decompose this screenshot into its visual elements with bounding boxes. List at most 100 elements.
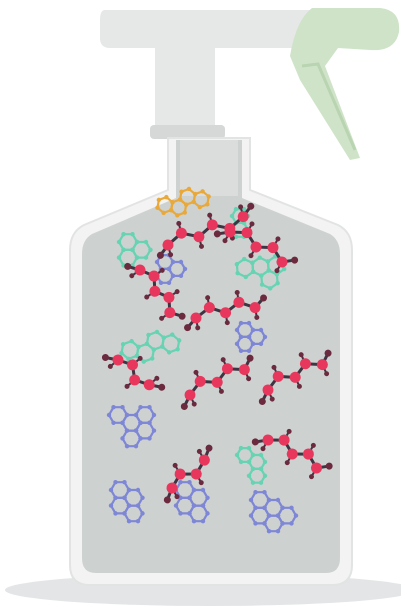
- ring-atom: [250, 327, 256, 333]
- chain-end-atom: [222, 238, 228, 244]
- chain-atom: [299, 358, 311, 370]
- ring-atom: [262, 459, 268, 465]
- ring-atom: [183, 202, 189, 207]
- ring-atom: [258, 341, 264, 347]
- ring-atom: [233, 234, 239, 239]
- ring-atom: [166, 266, 172, 272]
- chain-atom: [126, 359, 138, 371]
- ring-atom: [111, 405, 116, 410]
- molecule-rings: [234, 320, 268, 353]
- ring-atom: [161, 335, 167, 340]
- ring-atom: [257, 255, 262, 260]
- ring-atom: [253, 505, 258, 510]
- chain-end-atom: [218, 388, 224, 394]
- chain-end-atom: [205, 444, 213, 452]
- ring-atom: [151, 412, 157, 418]
- chain-end-atom: [269, 396, 275, 402]
- ring-atom: [144, 341, 150, 347]
- chain-atom: [198, 454, 210, 466]
- ring-atom: [135, 518, 141, 524]
- chain-atom: [262, 434, 274, 446]
- molecule-chain: [180, 354, 254, 410]
- ring-atom: [246, 473, 252, 478]
- chain-atom: [238, 364, 250, 376]
- ring-atom: [289, 505, 294, 510]
- ring-atom: [258, 327, 264, 333]
- ring-atom: [262, 473, 268, 478]
- chain-end-atom: [246, 354, 254, 362]
- ring-atom: [176, 338, 182, 343]
- chain-end-atom: [224, 320, 230, 326]
- ring-atom: [250, 452, 256, 458]
- chain-end-atom: [291, 256, 299, 264]
- ring-atom: [129, 338, 134, 344]
- chain-end-atom: [325, 462, 333, 470]
- molecule-chain: [156, 202, 255, 259]
- ring-atom: [148, 247, 153, 252]
- molecule-rings: [116, 232, 153, 268]
- ring-atom: [191, 503, 197, 508]
- ring-atom: [246, 334, 252, 340]
- ring-atom: [116, 255, 122, 260]
- chain-atom: [310, 462, 322, 474]
- ring-atom: [233, 206, 239, 212]
- molecule-rings: [119, 329, 182, 364]
- ring-atom: [268, 286, 273, 291]
- molecule-rings: [106, 405, 157, 449]
- ring-atom: [253, 490, 258, 495]
- chain-atom: [237, 211, 249, 223]
- chain-end-atom: [124, 383, 130, 389]
- chain-end-atom: [258, 397, 266, 405]
- chain-atom: [174, 468, 186, 480]
- ring-atom: [238, 459, 244, 465]
- chain-end-atom: [180, 402, 188, 410]
- ring-atom: [234, 261, 240, 267]
- chain-atom: [143, 379, 155, 391]
- chain-end-atom: [144, 294, 150, 300]
- chain-end-atom: [159, 267, 165, 273]
- chain-end-atom: [274, 268, 280, 274]
- ring-atom: [124, 443, 130, 449]
- ring-atom: [134, 239, 140, 245]
- ring-atom: [243, 274, 248, 280]
- chain-end-atom: [193, 369, 199, 375]
- ring-atom: [274, 272, 280, 277]
- chain-end-atom: [246, 376, 252, 382]
- chain-atom: [211, 376, 223, 388]
- molecule-rings: [155, 186, 211, 218]
- ring-atom: [234, 327, 240, 333]
- chain-atom: [190, 468, 202, 480]
- chain-atom: [190, 312, 202, 324]
- ring-atom: [187, 480, 192, 485]
- ring-atom: [120, 405, 125, 410]
- ring-atom: [280, 505, 285, 510]
- chain-end-atom: [154, 375, 160, 381]
- molecule-chain: [213, 221, 299, 274]
- ring-atom: [166, 350, 172, 355]
- ring-atom: [151, 428, 157, 433]
- ring-atom: [192, 191, 198, 197]
- ring-atom: [175, 213, 180, 218]
- ring-atom: [136, 344, 141, 350]
- ring-atom: [130, 232, 135, 237]
- molecule-rings: [234, 445, 268, 485]
- ring-atom: [250, 341, 256, 347]
- chain-end-atom: [129, 273, 135, 279]
- ring-atom: [170, 332, 175, 337]
- ring-atom: [113, 480, 118, 485]
- ring-atom: [138, 420, 143, 425]
- ring-atom: [234, 452, 240, 458]
- ring-atom: [182, 210, 187, 215]
- ring-atom: [266, 528, 272, 534]
- chain-atom: [203, 302, 215, 314]
- ring-atom: [154, 259, 160, 265]
- chain-atom: [233, 296, 245, 308]
- ring-atom: [262, 521, 267, 526]
- ring-atom: [248, 497, 254, 503]
- chain-end-atom: [310, 442, 316, 448]
- ring-atom: [259, 282, 265, 287]
- ring-atom: [140, 495, 145, 500]
- chain-end-atom: [184, 324, 192, 332]
- chain-end-atom: [174, 289, 180, 295]
- chain-end-atom: [158, 383, 166, 391]
